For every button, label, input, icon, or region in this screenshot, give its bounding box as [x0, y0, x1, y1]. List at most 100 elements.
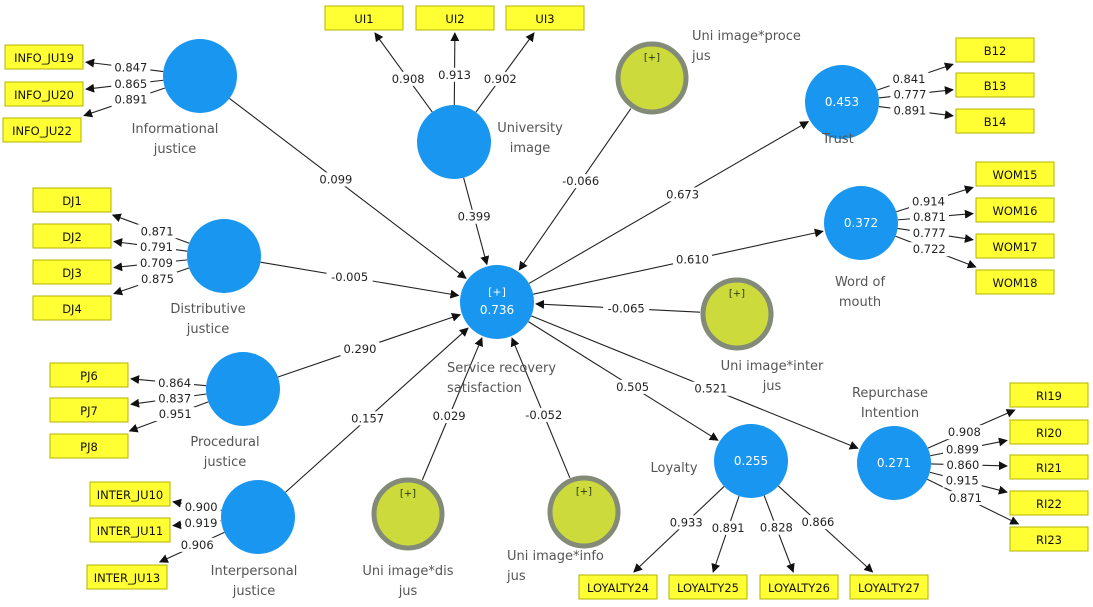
construct-loy[interactable]: 0.255: [714, 424, 788, 498]
indicator-box[interactable]: [89, 517, 171, 543]
indicator-box[interactable]: [32, 259, 112, 285]
path-mod_dis-to-srs[interactable]: [421, 337, 483, 481]
indicator-wom16[interactable]: WOM16: [975, 197, 1055, 223]
indicator-ri20[interactable]: RI20: [1009, 419, 1089, 445]
indicator-box[interactable]: [759, 574, 839, 600]
indicator-ri21[interactable]: RI21: [1009, 454, 1089, 480]
indicator-info_ju20[interactable]: INFO_JU20: [4, 81, 84, 107]
indicator-inter_ju10[interactable]: INTER_JU10: [89, 481, 171, 507]
indicator-info_ju19[interactable]: INFO_JU19: [4, 44, 84, 70]
indicator-box[interactable]: [32, 187, 112, 213]
path-srs-to-trust[interactable]: [528, 121, 810, 284]
latent-circle[interactable]: [824, 186, 898, 260]
indicator-box[interactable]: [955, 108, 1035, 134]
indicator-box[interactable]: [849, 574, 929, 600]
construct-ui[interactable]: [417, 105, 491, 179]
indicator-dj3[interactable]: DJ3: [32, 259, 112, 285]
indicator-ri19[interactable]: RI19: [1009, 382, 1089, 408]
construct-mod_inter[interactable]: [+]: [700, 277, 774, 351]
path-info-to-srs[interactable]: [229, 97, 467, 279]
indicator-box[interactable]: [1009, 490, 1089, 516]
indicator-box[interactable]: [49, 397, 129, 423]
indicator-box[interactable]: [324, 5, 404, 31]
indicator-ri23[interactable]: RI23: [1009, 526, 1089, 552]
indicator-box[interactable]: [975, 269, 1055, 295]
construct-mod_info[interactable]: [+]: [547, 475, 621, 549]
indicator-loyalty27[interactable]: LOYALTY27: [849, 574, 929, 600]
indicator-box[interactable]: [32, 223, 112, 249]
expand-toggle-icon[interactable]: [+]: [644, 53, 660, 64]
indicator-box[interactable]: [955, 37, 1035, 63]
moderator-circle[interactable]: [547, 475, 621, 549]
indicator-box[interactable]: [505, 5, 585, 31]
indicator-inter_ju13[interactable]: INTER_JU13: [86, 564, 168, 590]
latent-circle[interactable]: [163, 39, 237, 113]
latent-circle[interactable]: [417, 105, 491, 179]
expand-toggle-icon[interactable]: [+]: [400, 489, 416, 500]
indicator-box[interactable]: [1009, 526, 1089, 552]
latent-circle[interactable]: [187, 219, 261, 293]
indicator-wom15[interactable]: WOM15: [975, 161, 1055, 187]
moderator-circle[interactable]: [615, 41, 689, 115]
indicator-inter_ju11[interactable]: INTER_JU11: [89, 517, 171, 543]
indicator-box[interactable]: [2, 117, 82, 143]
indicator-loyalty25[interactable]: LOYALTY25: [668, 574, 748, 600]
construct-srs[interactable]: [+]0.736: [460, 265, 534, 339]
construct-mod_dis[interactable]: [+]: [371, 477, 445, 551]
latent-circle[interactable]: [460, 265, 534, 339]
latent-circle[interactable]: [805, 65, 879, 139]
indicator-box[interactable]: [4, 81, 84, 107]
indicator-box[interactable]: [49, 362, 129, 388]
indicator-box[interactable]: [955, 72, 1035, 98]
expand-toggle-icon[interactable]: [+]: [576, 487, 592, 498]
indicator-box[interactable]: [86, 564, 168, 590]
construct-pj[interactable]: [206, 352, 280, 426]
indicator-box[interactable]: [1009, 382, 1089, 408]
latent-circle[interactable]: [857, 426, 931, 500]
construct-inter[interactable]: [221, 480, 295, 554]
expand-toggle-icon[interactable]: [+]: [729, 289, 745, 300]
indicator-ui2[interactable]: UI2: [415, 5, 495, 31]
indicator-b12[interactable]: B12: [955, 37, 1035, 63]
construct-dj[interactable]: [187, 219, 261, 293]
indicator-loyalty24[interactable]: LOYALTY24: [578, 574, 658, 600]
indicator-pj6[interactable]: PJ6: [49, 362, 129, 388]
indicator-box[interactable]: [89, 481, 171, 507]
expand-toggle-icon[interactable]: [+]: [488, 286, 506, 299]
indicator-box[interactable]: [975, 161, 1055, 187]
construct-mod_proc[interactable]: [+]: [615, 41, 689, 115]
indicator-pj8[interactable]: PJ8: [49, 433, 129, 459]
path-inter-to-srs[interactable]: [285, 327, 469, 493]
indicator-box[interactable]: [415, 5, 495, 31]
indicator-box[interactable]: [1009, 454, 1089, 480]
indicator-ri22[interactable]: RI22: [1009, 490, 1089, 516]
latent-circle[interactable]: [206, 352, 280, 426]
indicator-box[interactable]: [32, 295, 112, 321]
indicator-dj2[interactable]: DJ2: [32, 223, 112, 249]
construct-wom[interactable]: 0.372: [824, 186, 898, 260]
indicator-ui1[interactable]: UI1: [324, 5, 404, 31]
construct-info[interactable]: [163, 39, 237, 113]
path-mod_proc-to-srs[interactable]: [518, 108, 632, 271]
indicator-b14[interactable]: B14: [955, 108, 1035, 134]
moderator-circle[interactable]: [700, 277, 774, 351]
construct-trust[interactable]: 0.453: [805, 65, 879, 139]
indicator-dj1[interactable]: DJ1: [32, 187, 112, 213]
indicator-info_ju22[interactable]: INFO_JU22: [2, 117, 82, 143]
indicator-pj7[interactable]: PJ7: [49, 397, 129, 423]
indicator-box[interactable]: [668, 574, 748, 600]
moderator-circle[interactable]: [371, 477, 445, 551]
latent-circle[interactable]: [221, 480, 295, 554]
indicator-loyalty26[interactable]: LOYALTY26: [759, 574, 839, 600]
indicator-box[interactable]: [578, 574, 658, 600]
indicator-box[interactable]: [4, 44, 84, 70]
latent-circle[interactable]: [714, 424, 788, 498]
indicator-box[interactable]: [49, 433, 129, 459]
indicator-wom17[interactable]: WOM17: [975, 233, 1055, 259]
construct-ri[interactable]: 0.271: [857, 426, 931, 500]
indicator-box[interactable]: [975, 197, 1055, 223]
indicator-box[interactable]: [975, 233, 1055, 259]
indicator-ui3[interactable]: UI3: [505, 5, 585, 31]
indicator-box[interactable]: [1009, 419, 1089, 445]
indicator-wom18[interactable]: WOM18: [975, 269, 1055, 295]
